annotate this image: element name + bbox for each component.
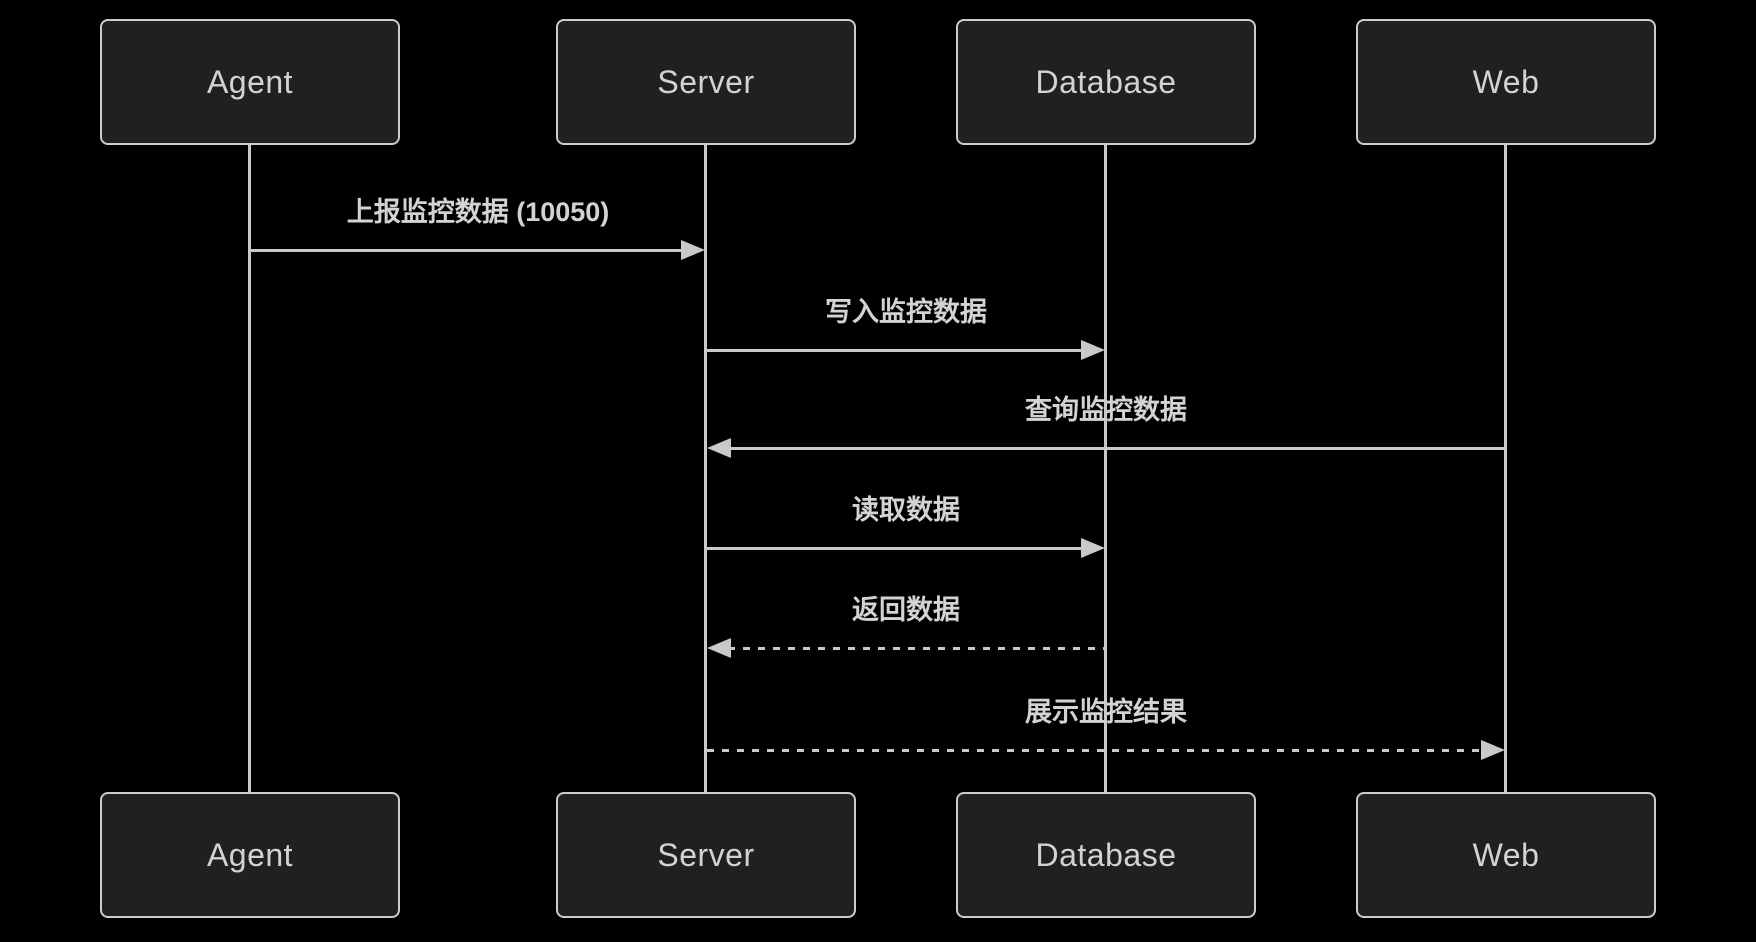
arrowhead-right-icon <box>681 240 705 260</box>
actor-box-database-top: Database <box>956 19 1256 145</box>
lifeline-server <box>704 145 707 792</box>
arrowhead-right-icon <box>1081 538 1105 558</box>
message-label-query-monitoring-data: 查询监控数据 <box>1025 395 1187 425</box>
lifeline-web <box>1504 145 1507 792</box>
actor-box-database-bottom: Database <box>956 792 1256 918</box>
actor-label-server: Server <box>657 63 755 100</box>
message-label-show-monitoring-result: 展示监控结果 <box>1025 697 1187 727</box>
arrowhead-left-icon <box>707 638 731 658</box>
message-line <box>707 547 1083 550</box>
message-line <box>728 447 1504 450</box>
arrowhead-right-icon <box>1481 740 1505 760</box>
message-line <box>251 249 683 252</box>
actor-label-server: Server <box>657 836 755 873</box>
actor-box-agent-top: Agent <box>100 19 400 145</box>
actor-box-agent-bottom: Agent <box>100 792 400 918</box>
actor-label-web: Web <box>1472 836 1540 873</box>
arrowhead-right-icon <box>1081 340 1105 360</box>
lifeline-agent <box>248 145 251 792</box>
arrowhead-left-icon <box>707 438 731 458</box>
lifeline-database <box>1104 145 1107 792</box>
actor-label-agent: Agent <box>206 63 294 100</box>
message-line-dotted <box>707 749 1481 752</box>
message-line-dotted <box>728 647 1104 650</box>
actor-label-agent: Agent <box>206 836 294 873</box>
actor-box-server-top: Server <box>556 19 856 145</box>
actor-box-server-bottom: Server <box>556 792 856 918</box>
actor-label-web: Web <box>1472 63 1540 100</box>
actor-label-database: Database <box>1035 63 1177 100</box>
message-line <box>707 349 1083 352</box>
message-label-read-data: 读取数据 <box>852 495 960 525</box>
actor-box-web-bottom: Web <box>1356 792 1656 918</box>
message-label-return-data: 返回数据 <box>852 595 960 625</box>
message-label-report-monitoring-data: 上报监控数据 (10050) <box>346 197 610 227</box>
message-label-write-monitoring-data: 写入监控数据 <box>825 297 987 327</box>
actor-box-web-top: Web <box>1356 19 1656 145</box>
actor-label-database: Database <box>1035 836 1177 873</box>
